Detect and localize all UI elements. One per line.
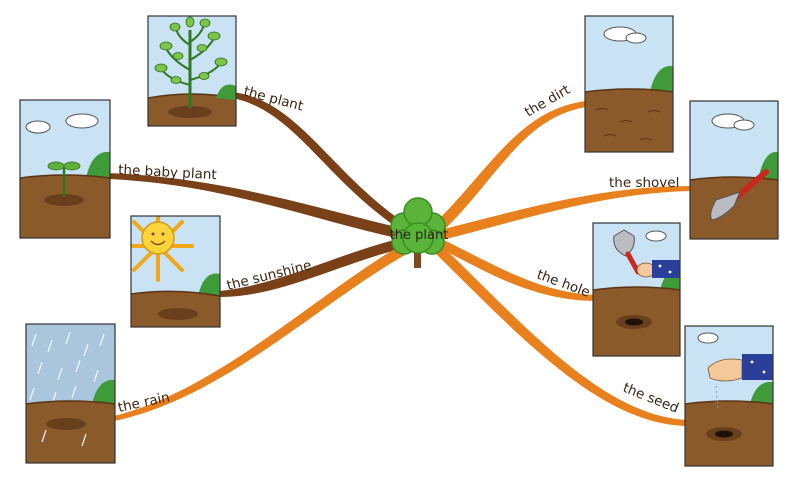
branch-baby-plant <box>108 173 410 240</box>
branch-label-shovel[interactable]: the shovel <box>609 175 679 191</box>
branch-sunshine <box>220 236 412 297</box>
card-sprout[interactable] <box>19 99 111 239</box>
branch-rain <box>114 240 414 421</box>
tree-trunk-icon <box>414 252 421 268</box>
tree-crown-icon <box>390 197 446 255</box>
shovel-icon <box>710 169 769 221</box>
branches <box>108 92 690 426</box>
card-sun[interactable] <box>124 212 221 328</box>
cloud-icon <box>711 113 755 131</box>
dirt-icon <box>595 108 661 141</box>
cloud-icon <box>697 332 719 344</box>
card-hole[interactable] <box>592 222 681 357</box>
card-shovel[interactable] <box>689 100 779 240</box>
card-grown-plant[interactable] <box>147 15 237 127</box>
branch-hole <box>440 240 594 301</box>
hole-icon <box>616 315 652 329</box>
central-tree[interactable]: the plant <box>390 197 449 268</box>
trowel-in-hand-icon <box>613 229 680 278</box>
rain-icon <box>29 331 105 405</box>
branch-shovel <box>440 186 690 240</box>
branch-plant <box>232 92 412 236</box>
plant-icon <box>154 16 228 108</box>
sun-icon <box>131 216 194 282</box>
hole-icon <box>706 427 742 441</box>
card-rain[interactable] <box>25 323 116 464</box>
center-label: the plant <box>390 228 449 243</box>
hand-dropping-seed-icon <box>707 354 773 411</box>
card-seed[interactable] <box>684 325 774 467</box>
card-dirt[interactable] <box>584 15 674 153</box>
sprout-icon <box>47 161 81 197</box>
branch-label-baby-plant[interactable]: the baby plant <box>118 162 217 183</box>
cloud-icon <box>25 113 99 134</box>
cloud-icon <box>645 230 667 242</box>
cloud-icon <box>603 26 647 44</box>
branch-dirt <box>432 101 586 232</box>
